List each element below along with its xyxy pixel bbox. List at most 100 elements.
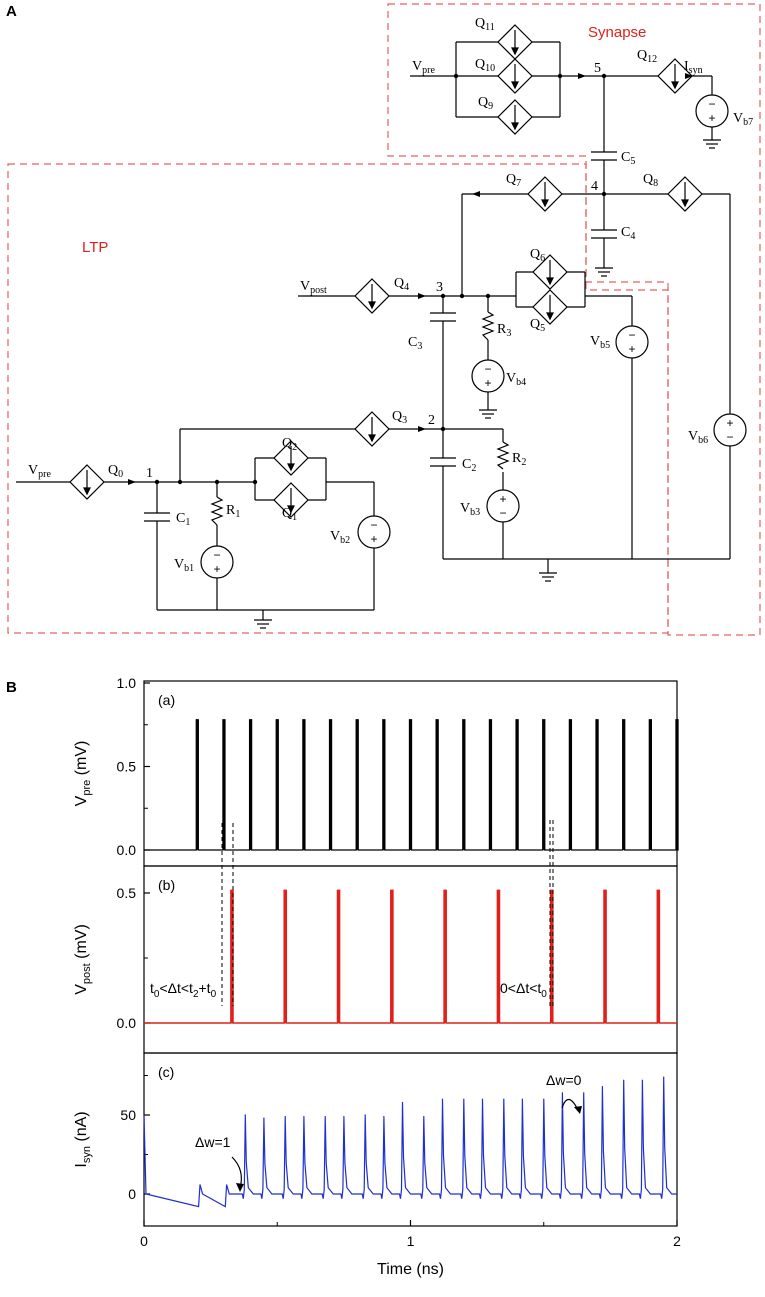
chart-b-series-line [144,889,677,1024]
ground-icon [479,409,497,419]
r1-label: R1 [226,503,240,520]
q6-transistor-icon [532,254,568,290]
q1-transistor-icon [273,482,309,518]
isyn-label: Isyn [684,59,703,76]
q11-transistor-icon [497,24,533,60]
dw0-annotation: Δw=0 [546,1072,582,1088]
vb7-voltage-source-icon: −+ [695,94,729,128]
node-3-label: 3 [436,280,443,295]
chart-c-peak [401,1101,404,1103]
panel-label-a: A [6,3,17,20]
chart-c-xlabel: Time (ns) [377,1261,444,1278]
r3-label: R3 [497,322,511,339]
synapse-region-border [387,3,761,636]
ground-icon [595,267,613,277]
dw1-arrowhead [236,1183,244,1192]
svg-text:−: − [499,506,506,520]
chart-b-ytick-label: 0.5 [117,885,137,901]
chart-b-ytick-label: 0.0 [117,1015,137,1031]
vb3-voltage-source-icon: +− [486,489,520,523]
synapse-label: Synapse [588,24,646,41]
chart-c-xtick-label: 0 [140,1233,148,1249]
node-2-label: 2 [428,413,435,428]
svg-text:+: + [726,416,733,430]
chart-c-peak [324,1115,326,1118]
chart-c-peak [463,1098,465,1100]
q0-label: Q0 [108,463,123,480]
svg-text:−: − [726,430,733,444]
chart-c-xtick-label: 2 [673,1233,681,1249]
c4-label: C4 [621,225,635,242]
q2-label: Q2 [282,436,297,453]
q6-label: Q6 [530,247,545,264]
chart-c-peak [383,1115,385,1118]
chart-c-tag: (c) [158,1064,174,1080]
circuit-labels: Vpre Vpre Vpost Isyn Q11 Q10 Q9 Q12 Q7 Q… [28,16,753,574]
timing-window-right-label: 0<Δt<t0 [500,980,547,1000]
node-4-label: 4 [591,179,598,194]
chart-b-frame [143,865,678,1054]
ground-icon [703,139,721,149]
c3-label: C3 [408,335,422,352]
chart-a-ytick-label: 0.5 [117,759,137,775]
chart-c-peak [623,1079,625,1081]
vb1-voltage-source-icon: −+ [200,545,234,579]
svg-text:+: + [628,342,635,356]
q5-transistor-icon [532,289,568,325]
chart-c-peak [441,1098,444,1100]
dw1-annotation: Δw=1 [195,1134,231,1150]
chart-c-peak [423,1115,425,1118]
q9-label: Q9 [478,95,493,112]
q10-transistor-icon [497,58,533,94]
chart-c-peak [503,1098,505,1100]
q8-transistor-icon [667,176,703,212]
q9-transistor-icon [497,99,533,135]
r2-label: R2 [512,451,526,468]
ground-icon [539,572,557,582]
q3-label: Q3 [392,409,407,426]
dw0-arrowhead [574,1106,582,1114]
chart-c-peak [663,1076,665,1078]
q12-label: Q12 [637,48,657,65]
svg-text:+: + [484,376,491,390]
q7-label: Q7 [506,172,521,189]
vb5-voltage-source-icon: −+ [615,325,649,359]
chart-c-ytick-label: 50 [120,1107,136,1123]
q4-label: Q4 [394,276,409,293]
q1-label: Q1 [282,506,297,523]
circuit-diagram [7,3,761,636]
chart-a-ytick-label: 1.0 [117,675,137,691]
chart-c-peak [303,1115,305,1118]
q2-transistor-icon [273,440,309,476]
chart-c-peak [244,1114,246,1116]
vpost-label: Vpost [300,279,327,296]
chart-c-peak [263,1117,265,1119]
ground-icon [254,619,272,629]
svg-text:+: + [370,532,377,546]
q12-transistor-icon [657,58,693,94]
chart-c-peak [481,1098,484,1100]
c2-label: C2 [462,457,476,474]
svg-text:+: + [213,562,220,576]
q4-transistor-icon [354,278,390,314]
vb7-label: Vb7 [733,111,753,128]
ltp-label: LTP [82,239,108,256]
chart-c-peak [583,1092,585,1094]
c1-label: C1 [176,511,190,528]
chart-a-ytick-label: 0.0 [117,842,137,858]
svg-text:−: − [213,548,220,562]
q0-transistor-icon [69,464,105,500]
chart-c-peak [561,1092,564,1094]
chart-c-peak [343,1115,345,1118]
chart-c-peak [641,1079,643,1081]
chart-b-ylabel: Vpost (mV) [73,924,93,995]
q7-transistor-icon [527,176,563,212]
vpre-top-label: Vpre [412,59,435,76]
q3-transistor-icon [354,411,390,447]
q8-label: Q8 [643,172,658,189]
svg-text:−: − [708,97,715,111]
svg-text:−: − [484,362,491,376]
panel-label-b: B [6,679,17,696]
